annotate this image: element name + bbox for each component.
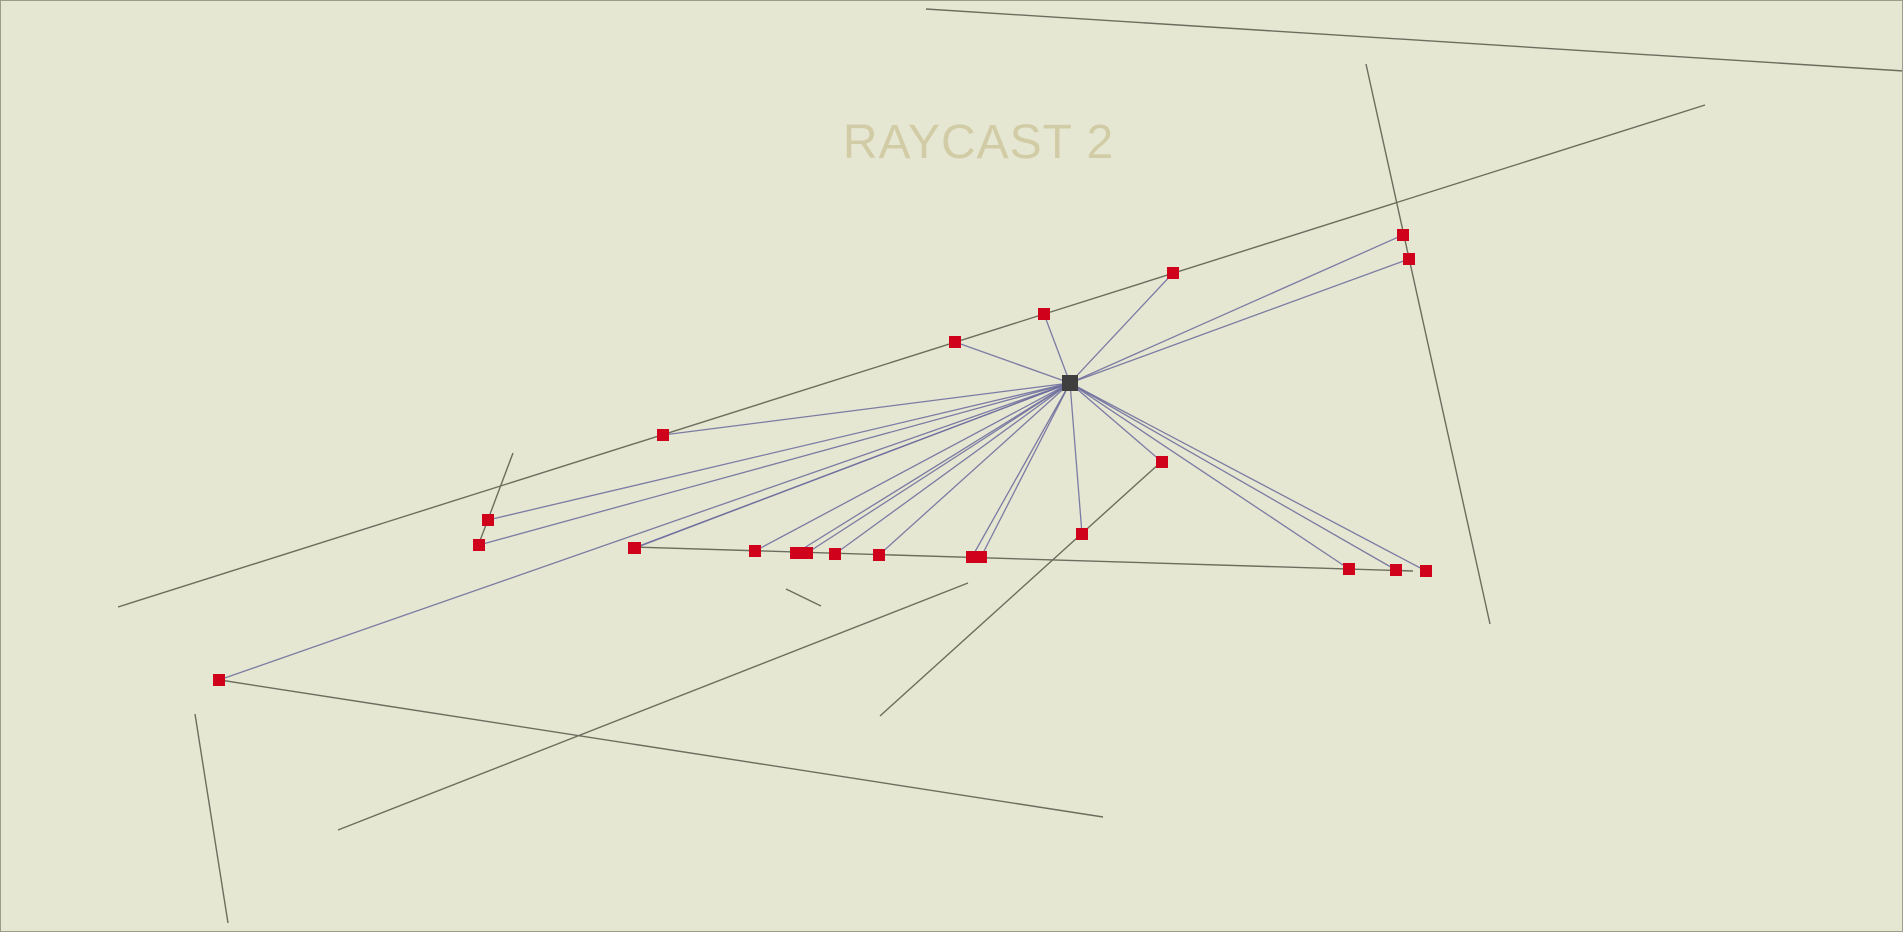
ray-line — [1069, 272, 1174, 384]
hit-point-marker — [1343, 563, 1355, 575]
ray-line — [1069, 234, 1404, 384]
hit-point-marker — [473, 539, 485, 551]
hit-point-marker — [749, 545, 761, 557]
wall-segment — [219, 679, 1104, 818]
wall-segment — [1365, 63, 1491, 625]
hit-point-marker — [657, 429, 669, 441]
ray-line — [806, 382, 1071, 554]
ray-line — [878, 382, 1071, 556]
ray-line — [754, 382, 1071, 552]
ray-line — [834, 382, 1071, 555]
ray-line — [1043, 313, 1071, 384]
hit-point-marker — [1076, 528, 1088, 540]
hit-point-marker — [629, 542, 641, 554]
hit-point-marker — [1167, 267, 1179, 279]
hit-point-marker — [1397, 229, 1409, 241]
wall-segment — [117, 104, 1706, 608]
hits-layer — [213, 229, 1432, 686]
ray-line — [1069, 382, 1163, 463]
hit-point-marker — [949, 336, 961, 348]
source-layer — [1062, 375, 1078, 391]
hit-point-marker — [790, 547, 802, 559]
ray-line — [634, 382, 1071, 549]
wall-segment — [194, 713, 229, 924]
hit-point-marker — [1156, 456, 1168, 468]
ray-line — [971, 382, 1071, 558]
ray-line — [1069, 258, 1410, 384]
ray-line — [954, 341, 1071, 384]
ray-line — [662, 382, 1071, 436]
hit-point-marker — [482, 514, 494, 526]
hit-point-marker — [1403, 253, 1415, 265]
ray-line — [1069, 382, 1350, 570]
ray-line — [478, 382, 1071, 546]
ray-line — [795, 382, 1071, 554]
hit-point-marker — [873, 549, 885, 561]
wall-segment — [632, 546, 1414, 572]
hit-point-marker — [1420, 565, 1432, 577]
hit-point-marker — [1038, 308, 1050, 320]
wall-segment — [337, 582, 969, 831]
ray-line — [218, 382, 1071, 681]
ray-line — [1069, 382, 1083, 535]
wall-segment — [477, 452, 514, 547]
hit-point-marker — [1390, 564, 1402, 576]
hit-point-marker — [829, 548, 841, 560]
ray-line — [1069, 382, 1427, 572]
hit-point-marker — [801, 547, 813, 559]
ray-line — [487, 382, 1071, 521]
walls-layer — [117, 8, 1902, 924]
wall-segment — [785, 588, 822, 607]
hit-point-marker — [213, 674, 225, 686]
light-source-handle[interactable] — [1062, 375, 1078, 391]
hit-point-marker — [975, 551, 987, 563]
wall-segment — [925, 8, 1902, 72]
ray-line — [980, 382, 1071, 558]
rays-layer — [218, 234, 1427, 681]
ray-line — [1069, 382, 1397, 571]
wall-segment — [879, 461, 1162, 717]
